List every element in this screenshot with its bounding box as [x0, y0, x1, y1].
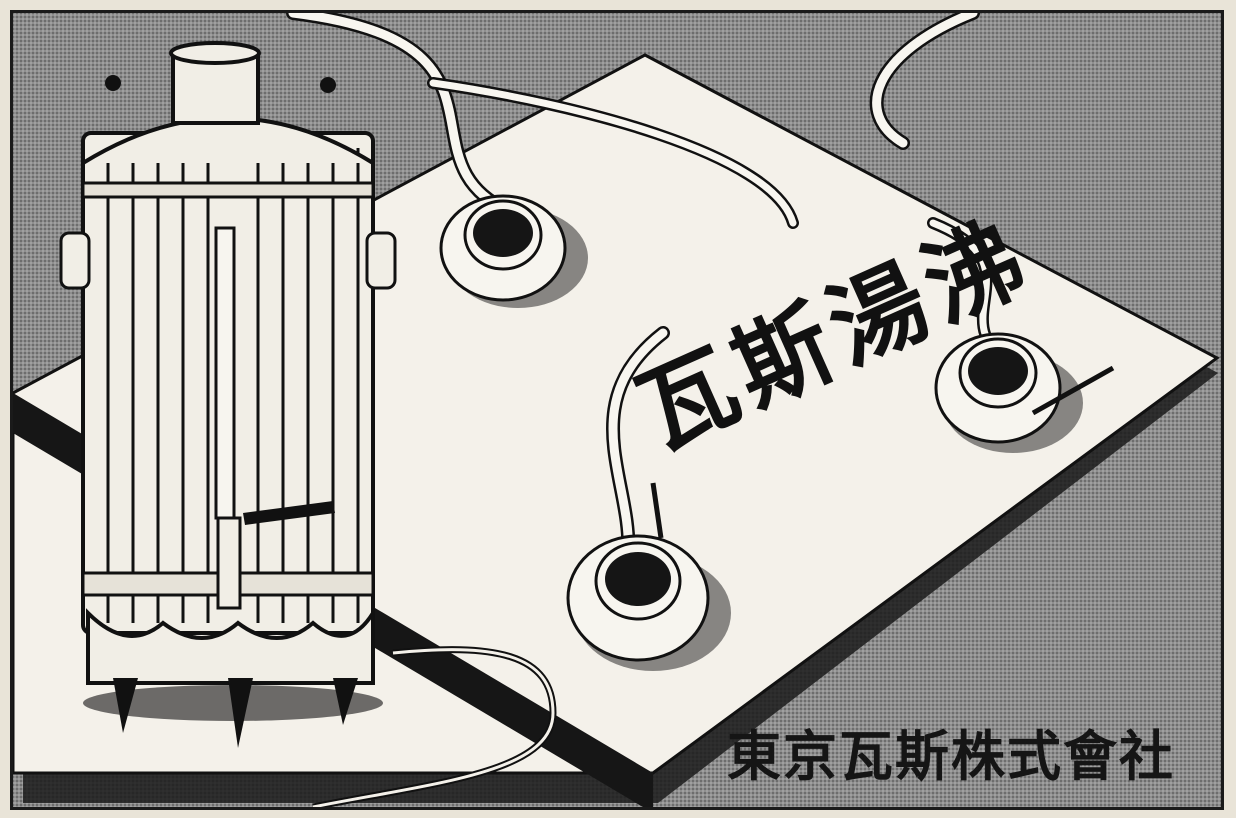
illustration: [13, 13, 1220, 807]
water-urn-icon: [59, 41, 397, 748]
steam-icon: [286, 13, 1004, 560]
coffee-cup-icon: [566, 482, 731, 671]
coffee-cup-icon: [934, 332, 1115, 453]
coffee-cup-icon: [439, 194, 588, 308]
company-name: 東京瓦斯株式會社: [727, 725, 1175, 788]
advertisement-frame: 瓦斯湯沸 東京瓦斯株式會社: [10, 10, 1224, 810]
